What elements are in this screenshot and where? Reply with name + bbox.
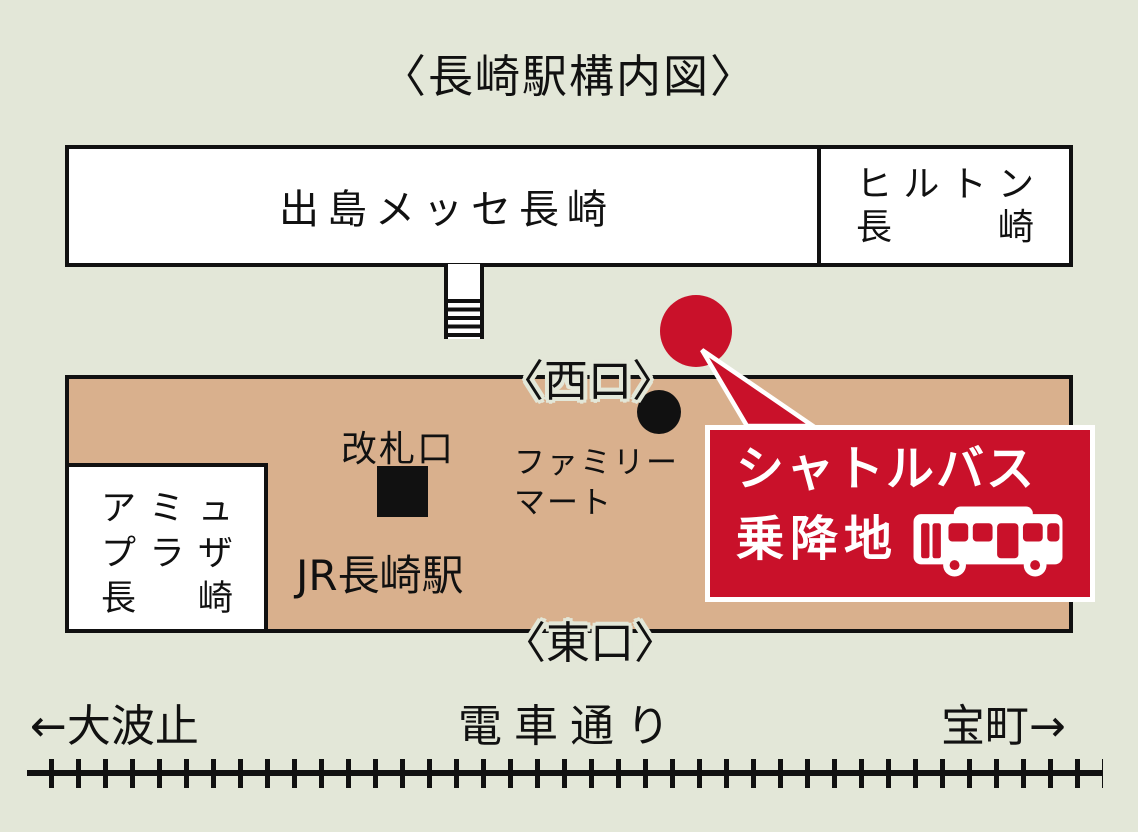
shuttle-callout-line1: シャトルバス bbox=[736, 441, 1037, 497]
stair-steps bbox=[448, 299, 480, 339]
shuttle-stop-marker bbox=[660, 295, 732, 367]
stairs-icon bbox=[444, 264, 484, 339]
shuttle-bus-callout: シャトルバス 乗降地 bbox=[705, 425, 1095, 602]
familymart-label-line2: マート bbox=[514, 485, 613, 521]
amu-plaza-label-line1: アミュ bbox=[101, 489, 233, 529]
amu-plaza-label-line2: プラザ bbox=[101, 534, 233, 574]
hilton-label: ヒルトン 長崎 bbox=[856, 163, 1034, 249]
familymart-marker bbox=[637, 390, 681, 434]
map-title: 〈長崎駅構内図〉 bbox=[380, 50, 757, 103]
familymart-label-line1: ファミリー bbox=[514, 445, 679, 481]
amu-plaza-building: アミュ プラザ 長崎 bbox=[65, 463, 268, 633]
shuttle-callout-line2: 乗降地 bbox=[736, 511, 899, 567]
west-exit-label: 〈西口〉 bbox=[500, 356, 676, 407]
street-label-ohato: ←大波止 bbox=[30, 701, 199, 752]
familymart-label: ファミリー マート bbox=[514, 443, 679, 523]
dejima-messe-cell: 出島メッセ長崎 bbox=[69, 149, 817, 263]
bus-icon bbox=[913, 506, 1063, 577]
street-label-takaramachi: 宝町→ bbox=[941, 701, 1066, 752]
hilton-label-line1: ヒルトン bbox=[856, 164, 1034, 205]
hilton-label-line2: 長崎 bbox=[856, 207, 1034, 248]
hilton-building: ヒルトン 長崎 bbox=[817, 149, 1069, 263]
callout-pointer bbox=[700, 348, 821, 429]
street-label-densha-dori: 電車通り bbox=[458, 701, 682, 752]
jr-station-label: JR長崎駅 bbox=[296, 551, 464, 600]
amu-plaza-label-line3: 長崎 bbox=[101, 579, 233, 619]
ticket-gate-marker bbox=[377, 466, 428, 517]
east-exit-label: 〈東口〉 bbox=[502, 618, 678, 669]
dejima-messe-label: 出島メッセ長崎 bbox=[279, 187, 615, 233]
dejima-messe-building: 出島メッセ長崎 ヒルトン 長崎 bbox=[65, 145, 1073, 267]
railroad-track bbox=[27, 759, 1103, 788]
ticket-gate-label: 改札口 bbox=[341, 429, 456, 470]
